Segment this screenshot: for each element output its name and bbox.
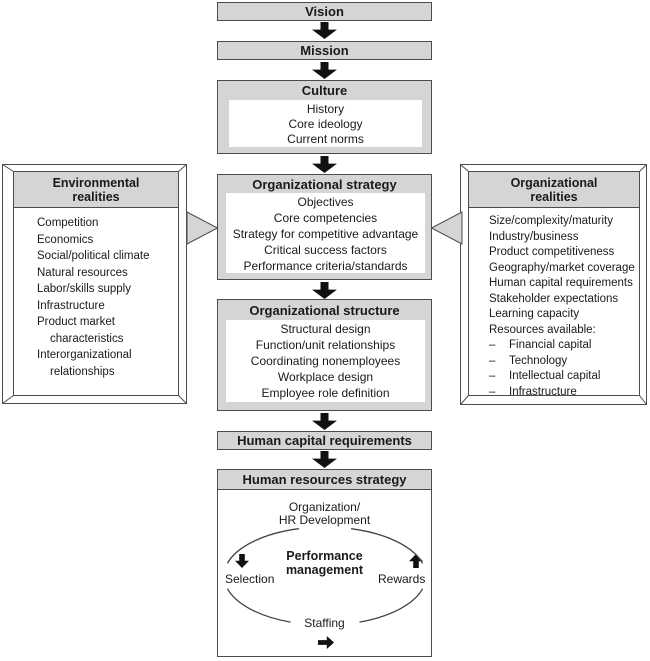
environmental-realities-panel: Environmental realities Competition Econ…: [13, 171, 179, 396]
list-item: Industry/business: [489, 230, 579, 243]
list-item: Infrastructure: [37, 299, 105, 312]
organizational-strategy-panel: Objectives Core competencies Strategy fo…: [226, 193, 425, 273]
human-resources-strategy-header: Human resources strategy: [218, 470, 431, 490]
structure-item: Employee role definition: [261, 386, 390, 400]
list-item: Size/complexity/maturity: [489, 215, 613, 227]
strategy-item: Critical success factors: [264, 243, 387, 257]
mission-box: Mission: [217, 41, 432, 60]
performance-management-node: Performance management: [285, 549, 364, 577]
strategy-item: Strategy for competitive advantage: [232, 227, 419, 241]
culture-item: Core ideology: [288, 117, 363, 131]
down-arrow-icon: [312, 451, 337, 468]
dash-list-item: – Intellectual capital: [489, 369, 637, 385]
strategy-item: Performance criteria/standards: [243, 259, 408, 273]
organizational-structure-box: Organizational structure Structural desi…: [217, 299, 432, 411]
list-item: Geography/market coverage: [489, 261, 635, 274]
down-arrow-icon: [312, 156, 337, 173]
organizational-strategy-box: Organizational strategy Objectives Core …: [217, 174, 432, 280]
rewards-node: Rewards: [378, 572, 426, 586]
down-arrow-icon: [312, 413, 337, 430]
list-item: Labor/skills supply: [37, 283, 131, 295]
staffing-node: Staffing: [304, 616, 345, 630]
hr-development-node: Organization/ HR Development: [278, 500, 371, 527]
right-arrow-icon: [318, 636, 334, 649]
list-item: Competition: [37, 217, 99, 229]
organizational-realities-panel: Organizational realities Size/complexity…: [468, 171, 640, 396]
list-item: Natural resources: [37, 266, 128, 279]
list-item: Product market characteristics: [37, 316, 124, 345]
list-item: Social/political climate: [37, 250, 150, 262]
strategy-item: Objectives: [297, 195, 354, 209]
structure-item: Structural design: [280, 322, 371, 336]
dash-list-item: – Financial capital: [489, 338, 637, 354]
dash-bullet: –: [489, 385, 496, 396]
human-resources-strategy-box: Human resources strategy Organization/ H…: [217, 469, 432, 657]
structure-item: Function/unit relationships: [255, 338, 396, 352]
selection-node: Selection: [225, 572, 275, 586]
human-capital-requirements-box: Human capital requirements: [217, 431, 432, 450]
environmental-realities-list: Competition Economics Social/political c…: [14, 208, 178, 380]
down-arrow-icon: [312, 22, 337, 39]
dash-bullet: –: [489, 339, 496, 351]
environmental-realities-title: Environmental realities: [14, 172, 178, 208]
vision-label: Vision: [305, 3, 344, 19]
list-item: Interorganizational relationships: [37, 349, 132, 378]
list-item: Stakeholder expectations: [489, 292, 619, 305]
structure-item: Workplace design: [277, 370, 374, 384]
organizational-realities-list: Size/complexity/maturity Industry/busine…: [469, 208, 639, 396]
human-capital-requirements-label: Human capital requirements: [237, 432, 412, 448]
dash-bullet: –: [489, 370, 496, 382]
dash-bullet: –: [489, 354, 496, 367]
human-resources-strategy-title: Human resources strategy: [242, 471, 407, 487]
culture-box: Culture History Core ideology Current no…: [217, 80, 432, 154]
left-triangle-icon: [430, 211, 463, 245]
list-item: Human capital requirements: [489, 277, 633, 289]
mission-label: Mission: [300, 42, 349, 58]
strategy-item: Core competencies: [273, 211, 378, 225]
organizational-structure-panel: Structural design Function/unit relation…: [226, 320, 425, 402]
culture-item: History: [306, 102, 345, 116]
vision-box: Vision: [217, 2, 432, 21]
culture-item: Current norms: [287, 132, 364, 146]
culture-title: Culture: [301, 83, 348, 98]
list-item: Economics: [37, 233, 94, 246]
down-arrow-icon: [312, 282, 337, 299]
down-arrow-icon: [312, 62, 337, 79]
list-item: Learning capacity: [489, 308, 580, 320]
list-item: Product competitiveness: [489, 246, 615, 258]
list-item: Resources available:: [489, 323, 596, 336]
organizational-strategy-title: Organizational strategy: [252, 177, 397, 192]
organizational-realities-title: Organizational realities: [469, 172, 639, 208]
right-triangle-icon: [186, 211, 219, 245]
organizational-structure-title: Organizational structure: [249, 303, 400, 318]
structure-item: Coordinating nonemployees: [250, 354, 401, 368]
dash-list-item: – Technology: [489, 354, 637, 370]
culture-panel: History Core ideology Current norms: [229, 100, 422, 147]
dash-list-item: – Infrastructure: [489, 385, 637, 396]
